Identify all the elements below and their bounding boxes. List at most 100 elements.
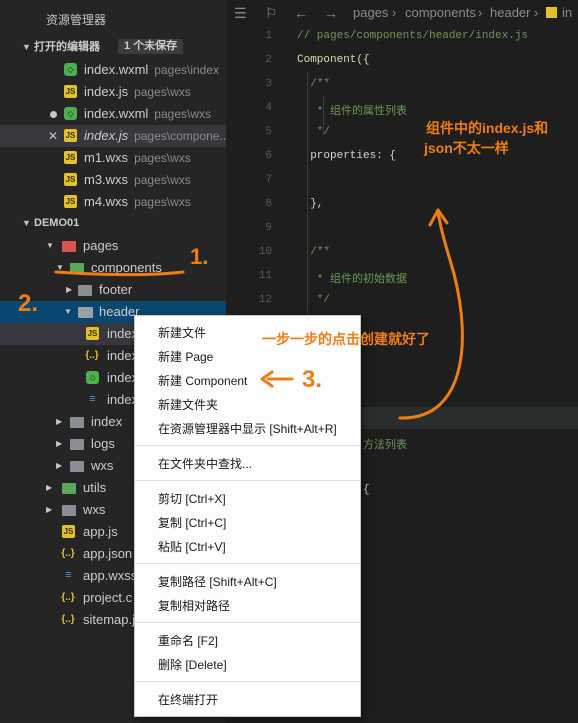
json-file-icon: {..} — [61, 548, 75, 559]
menu-item-rename[interactable]: 重命名 [F2] — [158, 634, 219, 648]
tree-folder-wxs[interactable]: ▶ wxs — [0, 455, 226, 477]
tree-folder-footer[interactable]: ▶ footer — [0, 279, 226, 301]
tree-folder-index[interactable]: ▶ index — [0, 411, 226, 433]
tree-folder-wxs-root[interactable]: ▶ wxs — [0, 499, 226, 521]
code-editor[interactable]: ☰ ⚐ ← → pages › components › header › in… — [226, 0, 578, 723]
tree-file[interactable]: ≡ index — [0, 389, 226, 411]
js-file-icon — [546, 5, 557, 20]
annotation-step-3: 3. — [302, 366, 323, 393]
js-file-icon: JS — [64, 195, 77, 208]
code-line[interactable]: /** — [297, 246, 331, 258]
context-menu: 新建文件 新建 Page 新建 Component 新建文件夹 在资源管理器中显… — [134, 315, 361, 717]
close-icon[interactable]: ✕ — [48, 129, 59, 143]
menu-item-copy[interactable]: 复制 [Ctrl+C] — [158, 516, 227, 530]
file-path: pages\wxs — [134, 195, 191, 209]
tree-folder-pages[interactable]: ▼ pages — [0, 235, 226, 257]
explorer-title: 资源管理器 — [46, 13, 107, 27]
file-path: pages\wxs — [134, 151, 191, 165]
menu-separator — [135, 622, 360, 623]
project-header[interactable]: ▼ DEMO01 — [0, 212, 226, 234]
line-number: 3 — [265, 78, 272, 90]
chevron-right-icon: ▶ — [46, 483, 53, 492]
file-path: pages\wxs — [154, 107, 211, 121]
file-path: pages\index — [154, 63, 220, 77]
code-line[interactable]: */ — [297, 126, 331, 138]
breadcrumb-components[interactable]: components — [405, 5, 476, 20]
annotation-step-1: 1. — [190, 244, 209, 269]
tree-label: pages — [83, 238, 119, 253]
list-icon[interactable]: ☰ — [234, 5, 247, 21]
menu-item-paste[interactable]: 粘贴 [Ctrl+V] — [158, 540, 226, 554]
bookmark-icon[interactable]: ⚐ — [265, 5, 278, 21]
tree-file[interactable]: ≡ app.wxss — [0, 565, 226, 587]
menu-item-find-in-folder[interactable]: 在文件夹中查找... — [158, 457, 253, 471]
tree-label: logs — [91, 436, 115, 451]
tree-folder-components[interactable]: ▼ components — [0, 257, 226, 279]
css-file-icon: ≡ — [65, 569, 72, 581]
line-number: 7 — [265, 174, 272, 186]
menu-item-copy-path[interactable]: 复制路径 [Shift+Alt+C] — [158, 575, 277, 589]
tree-file[interactable]: {..} index — [0, 345, 226, 367]
line-number: 6 — [265, 150, 272, 162]
indent-guide — [307, 71, 308, 541]
chevron-right-icon: ▶ — [56, 461, 63, 470]
tree-label: header — [99, 304, 140, 319]
code-line[interactable]: { — [363, 484, 370, 496]
menu-item-new-component[interactable]: 新建 Component — [158, 374, 248, 388]
tree-label: components — [91, 260, 162, 275]
tree-label: sitemap.j — [83, 612, 136, 627]
code-line[interactable]: Component({ — [297, 54, 370, 66]
breadcrumb-file[interactable]: in — [562, 5, 573, 20]
js-file-icon: JS — [86, 327, 99, 340]
code-line[interactable]: * 组件的属性列表 — [297, 106, 408, 118]
tree-label: wxs — [91, 458, 114, 473]
line-number: 12 — [258, 294, 272, 306]
menu-item-new-file[interactable]: 新建文件 — [158, 326, 207, 340]
forward-arrow-icon[interactable]: → — [324, 5, 338, 21]
code-line[interactable]: // pages/components/header/index.js — [297, 30, 529, 42]
breadcrumb-header[interactable]: header — [490, 5, 531, 20]
code-line[interactable]: }, — [297, 198, 324, 210]
code-line[interactable]: * 组件的初始数据 — [297, 274, 408, 286]
menu-item-new-page[interactable]: 新建 Page — [158, 350, 214, 364]
open-editors-label: 打开的编辑器 — [34, 41, 100, 53]
breadcrumb-pages[interactable]: pages — [353, 5, 389, 20]
json-file-icon: {..} — [61, 614, 75, 625]
menu-item-open-in-terminal[interactable]: 在终端打开 — [158, 693, 219, 707]
file-path: pages\compone... — [134, 129, 226, 143]
tree-file[interactable]: {..} sitemap.j — [0, 609, 226, 631]
js-file-icon: JS — [64, 173, 77, 186]
tree-file[interactable]: ◇ index — [0, 367, 226, 389]
code-line[interactable]: 方法列表 — [363, 440, 407, 452]
annotation-step-2: 2. — [18, 290, 39, 317]
tree-file[interactable]: JS app.js — [0, 521, 226, 543]
tree-file[interactable]: {..} project.c — [0, 587, 226, 609]
tree-folder-logs[interactable]: ▶ logs — [0, 433, 226, 455]
tree-label: index — [107, 326, 139, 341]
code-line[interactable]: */ — [297, 294, 331, 306]
menu-item-new-folder[interactable]: 新建文件夹 — [158, 398, 219, 412]
open-editors-header[interactable]: ▼ 打开的编辑器 1 个未保存 — [0, 36, 226, 58]
tree-label: app.json — [83, 546, 133, 561]
js-file-icon: JS — [62, 525, 75, 538]
back-arrow-icon[interactable]: ← — [294, 5, 308, 21]
chevron-right-icon: ▶ — [56, 417, 63, 426]
annotation-note-line-1: 组件中的index.js和 — [426, 120, 549, 136]
code-line[interactable]: properties: { — [297, 150, 397, 162]
tree-label: wxs — [83, 502, 106, 517]
menu-item-delete[interactable]: 删除 [Delete] — [158, 658, 227, 672]
menu-item-cut[interactable]: 剪切 [Ctrl+X] — [158, 492, 226, 506]
menu-item-copy-relative-path[interactable]: 复制相对路径 — [158, 599, 231, 613]
menu-item-reveal-in-explorer[interactable]: 在资源管理器中显示 [Shift+Alt+R] — [158, 422, 337, 436]
code-line[interactable]: /** — [297, 78, 331, 90]
tree-folder-utils[interactable]: ▶ utils — [0, 477, 226, 499]
tree-file[interactable]: {..} app.json — [0, 543, 226, 565]
